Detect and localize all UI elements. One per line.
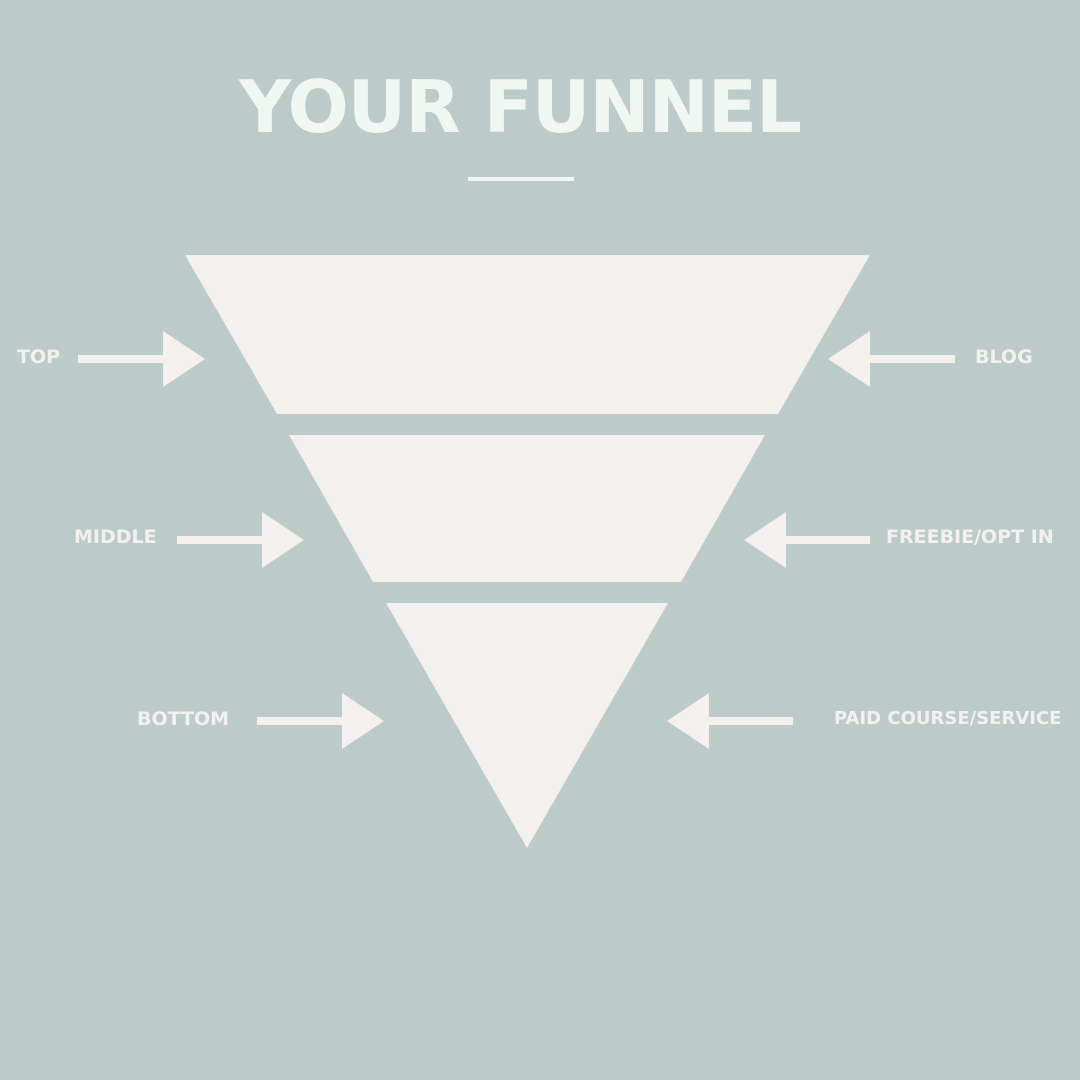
title-underline: [468, 177, 574, 181]
arrow-right-icon: [257, 693, 384, 749]
channel-label-blog: BLOG: [975, 346, 1033, 368]
level-label-middle: MIDDLE: [74, 526, 157, 548]
funnel-segment-middle: [289, 435, 765, 582]
arrow-right-icon: [177, 512, 304, 568]
channel-label-freebie: FREEBIE/OPT IN: [886, 526, 1054, 548]
funnel-segment-bottom: [386, 603, 668, 848]
arrow-left-icon: [828, 331, 955, 387]
level-label-bottom: BOTTOM: [137, 708, 230, 730]
channel-label-paid: PAID COURSE/SERVICE: [834, 708, 1062, 729]
arrow-left-icon: [744, 512, 870, 568]
page-title: YOUR FUNNEL: [239, 65, 802, 149]
funnel-segment-top: [185, 255, 870, 414]
level-label-top: TOP: [17, 346, 61, 368]
arrow-right-icon: [78, 331, 205, 387]
arrow-left-icon: [667, 693, 793, 749]
